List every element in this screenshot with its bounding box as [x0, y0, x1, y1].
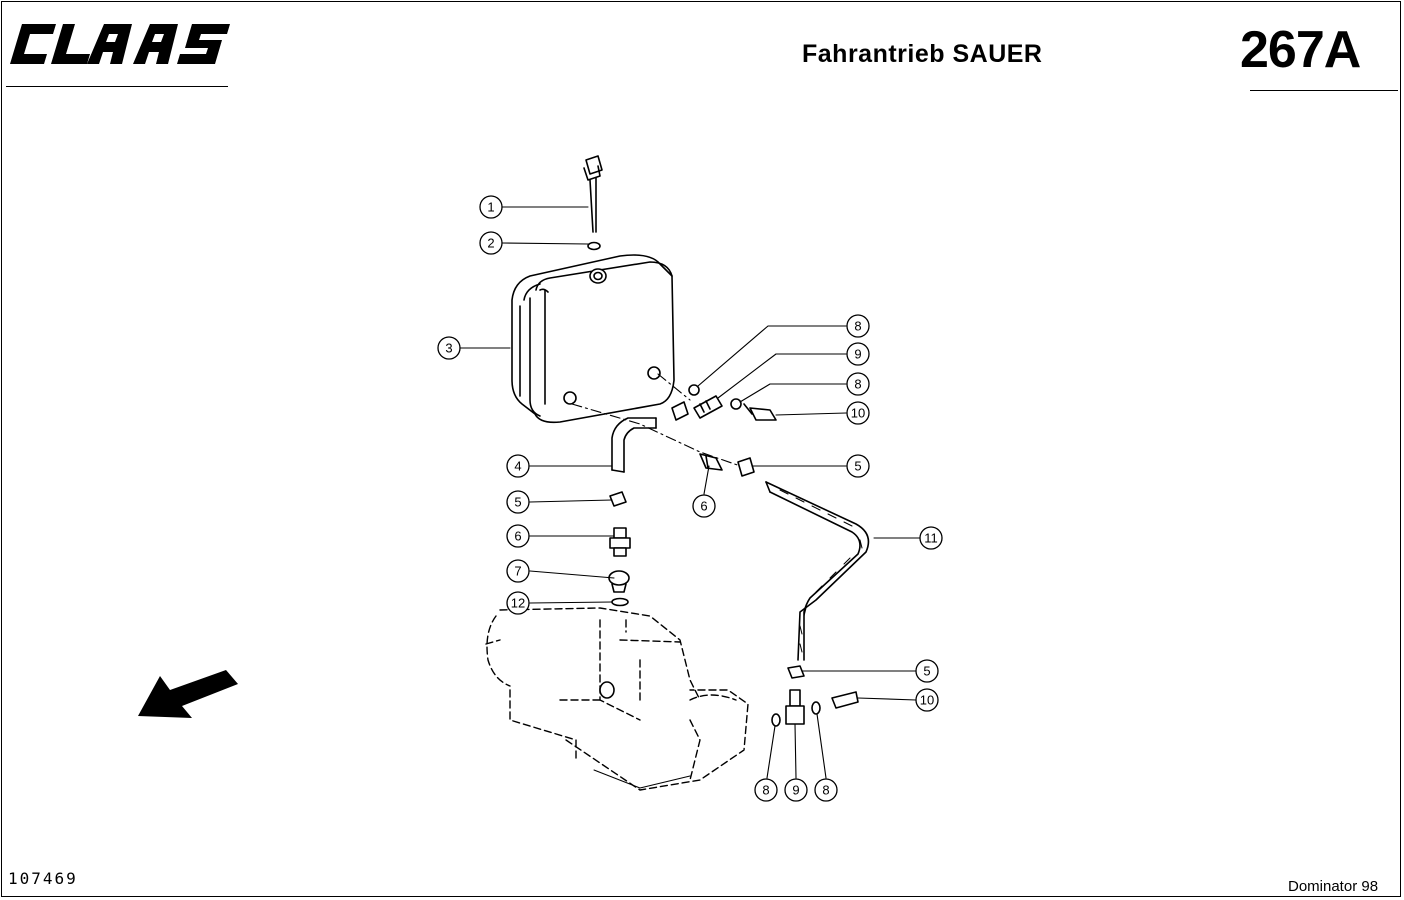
- sealing-ring-lower-part: [811, 701, 821, 715]
- hose-clamp-lower-part: [787, 665, 805, 679]
- sealing-ring-part: [730, 398, 742, 410]
- callout-7-label: 7: [514, 564, 521, 579]
- callout-11: 11: [919, 526, 943, 550]
- callout-12-label: 12: [511, 596, 525, 611]
- o-ring-lower-part: [611, 597, 629, 607]
- hydraulic-pump-part: [485, 607, 749, 791]
- banjo-lower-part: [785, 689, 805, 725]
- hollow-screw-part: [743, 403, 777, 421]
- callout-8-top-label: 8: [854, 319, 861, 334]
- callout-6-mid: 6: [692, 494, 716, 518]
- callout-3-label: 3: [445, 341, 452, 356]
- callout-8-bottom-left: 8: [754, 778, 778, 802]
- plug-screw-part: [608, 570, 630, 593]
- callout-8-bottom-left-label: 8: [762, 783, 769, 798]
- callout-6-label: 6: [514, 529, 521, 544]
- banjo-bolt-part: [693, 395, 723, 419]
- sealing-ring-lower-part: [771, 713, 781, 727]
- callout-5-mid: 5: [846, 454, 870, 478]
- dipstick-part: [583, 155, 603, 233]
- leader-lines: [459, 206, 921, 779]
- callout-5-low: 5: [915, 659, 939, 683]
- callout-11-label: 11: [924, 531, 938, 546]
- page-title: Fahrantrieb SAUER: [802, 40, 1043, 68]
- callout-5-mid-label: 5: [854, 459, 861, 474]
- callout-2: 2: [479, 231, 503, 255]
- callout-8-mid: 8: [846, 372, 870, 396]
- callout-9-top: 9: [846, 342, 870, 366]
- hose-clamp-mid-part: [737, 457, 755, 477]
- callout-labels: 1 2 3 4 5 6 7 12 8 9 8 10 5 6 11 5: [437, 195, 943, 802]
- callout-8-bottom-right-label: 8: [822, 783, 829, 798]
- o-ring-part: [587, 241, 601, 251]
- callout-9-bottom: 9: [784, 778, 808, 802]
- oil-tank-part: [511, 254, 675, 424]
- callout-10-top: 10: [846, 401, 870, 425]
- sealing-ring-part: [688, 384, 700, 396]
- callout-5-low-label: 5: [923, 664, 930, 679]
- callout-6: 6: [506, 524, 530, 548]
- callout-8-mid-label: 8: [854, 377, 861, 392]
- fitting-part: [609, 527, 631, 557]
- elbow-pipe-part: [611, 417, 657, 473]
- document-number: 107469: [8, 869, 78, 888]
- callout-1: 1: [479, 195, 503, 219]
- callout-12: 12: [506, 591, 530, 615]
- hollow-screw-lower-part: [831, 691, 859, 709]
- callout-8-top: 8: [846, 314, 870, 338]
- claas-logo: [10, 24, 230, 64]
- callout-8-bottom-right: 8: [814, 778, 838, 802]
- logo-underline: [6, 86, 228, 87]
- callout-4-label: 4: [514, 459, 521, 474]
- callout-3: 3: [437, 336, 461, 360]
- callout-9-top-label: 9: [854, 347, 861, 362]
- callout-5: 5: [506, 490, 530, 514]
- arrow-down-left-icon: [138, 670, 238, 718]
- page-number-underline: [1250, 90, 1398, 91]
- banjo-fitting-part: [671, 401, 689, 421]
- callout-9-bottom-label: 9: [792, 783, 799, 798]
- callout-5-label: 5: [514, 495, 521, 510]
- callout-2-label: 2: [487, 236, 494, 251]
- hose-clamp-part: [609, 491, 627, 507]
- callout-7: 7: [506, 559, 530, 583]
- callout-6-mid-label: 6: [700, 499, 707, 514]
- model-name: Dominator 98: [1288, 878, 1379, 895]
- hose-pipe-part: [765, 481, 870, 661]
- callout-4: 4: [506, 454, 530, 478]
- fitting-mid-part: [699, 453, 723, 471]
- callout-10-top-label: 10: [851, 406, 865, 421]
- callout-10-low: 10: [915, 688, 939, 712]
- page-number: 267A: [1240, 21, 1361, 79]
- callout-10-low-label: 10: [920, 693, 934, 708]
- callout-1-label: 1: [487, 200, 494, 215]
